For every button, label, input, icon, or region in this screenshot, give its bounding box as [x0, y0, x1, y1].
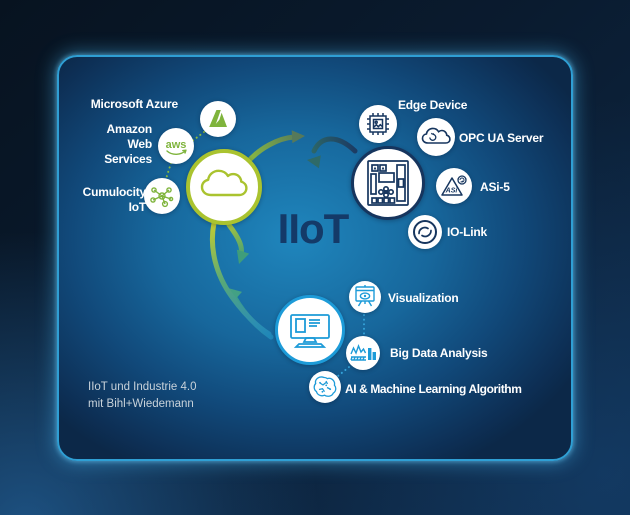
monitor-icon [290, 314, 330, 348]
cloud-hub [186, 149, 262, 225]
asi-logo-text: ASi [445, 188, 459, 195]
label-io-link: IO-Link [447, 225, 487, 239]
iot-network-icon [150, 187, 174, 208]
aws-logo-icon: aws [166, 139, 187, 155]
azure-node [200, 101, 236, 137]
azure-logo-icon [209, 110, 227, 127]
cloud-server-icon [421, 127, 451, 144]
label-asi-5: ASi-5 [480, 180, 510, 194]
asi5-logo-icon: ASi [441, 175, 467, 196]
data-chart-icon [350, 344, 376, 361]
label-microsoft-azure: Microsoft Azure [90, 97, 178, 111]
workstation-hub [275, 295, 345, 365]
chip-icon [367, 113, 389, 135]
asi5-node: ASi [436, 168, 472, 204]
cloud-icon [200, 169, 248, 197]
label-ai-ml-algorithm: AI & Machine Learning Algorithm [345, 382, 522, 396]
gateway-hub [351, 146, 425, 220]
ai-node [309, 371, 341, 403]
iolink-node [408, 215, 442, 249]
edge-device-node [359, 105, 397, 143]
aws-logo-text: aws [166, 139, 187, 151]
cumulocity-node [144, 178, 180, 214]
aws-node: aws [158, 128, 194, 164]
label-visualization: Visualization [388, 291, 459, 305]
label-amazon-web-services: Amazon Web Services [104, 122, 152, 166]
opc-ua-node [417, 118, 455, 156]
brain-icon [313, 376, 337, 397]
diagram-title: IIoT [277, 205, 350, 252]
iolink-logo-icon [413, 220, 437, 244]
plc-device-icon [367, 160, 409, 206]
caption: IIoT und Industrie 4.0 mit Bihl+Wiedeman… [88, 379, 196, 413]
caption-line-1: IIoT und Industrie 4.0 [88, 381, 197, 393]
visualization-node [349, 281, 381, 313]
caption-line-2: mit Bihl+Wiedemann [88, 398, 194, 410]
label-opc-ua-server: OPC UA Server [459, 131, 544, 145]
presentation-eye-icon [355, 285, 375, 307]
label-edge-device: Edge Device [398, 98, 468, 112]
big-data-node [346, 336, 380, 370]
label-big-data-analysis: Big Data Analysis [390, 346, 488, 360]
label-cumulocity-iot: Cumulocity IoT [82, 185, 147, 214]
